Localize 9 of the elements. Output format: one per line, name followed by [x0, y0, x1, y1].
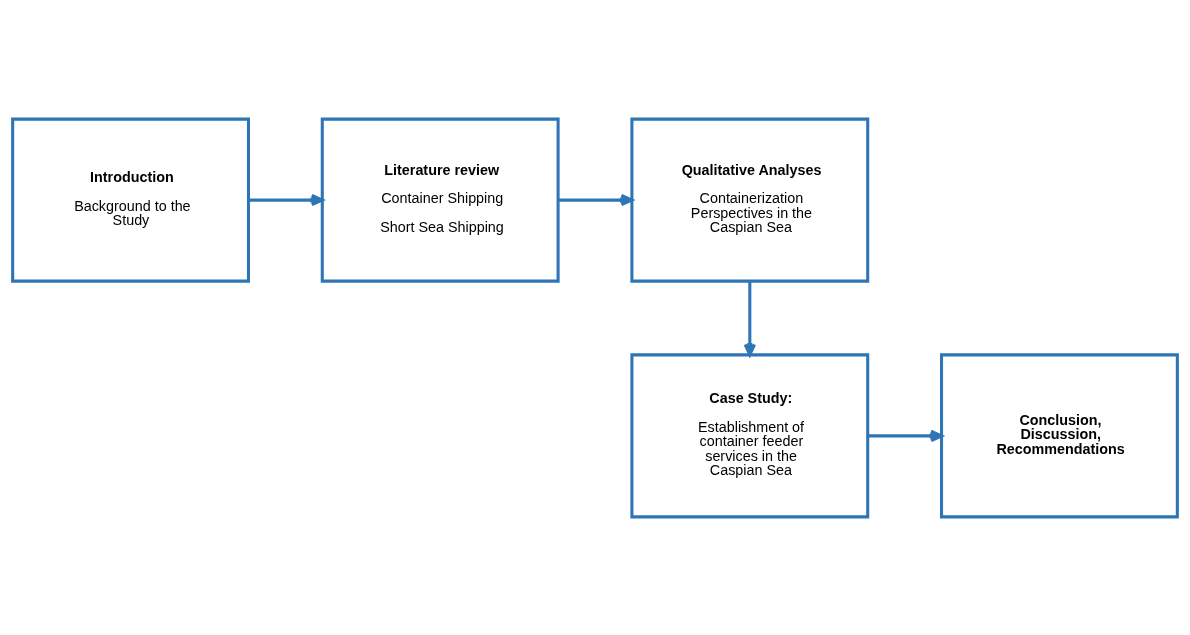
arrow	[867, 429, 944, 442]
node-box: Introduction Background to the Study	[11, 117, 250, 283]
node-box: Case Study: Establishment of container feeder services in the Caspian Sea	[630, 352, 870, 518]
node-box: Qualitative Analyses Containerization Perspectives in the Caspian Sea	[630, 117, 870, 283]
node-box: Conclusion, Discussion, Recommendations	[940, 352, 1179, 518]
arrow	[558, 193, 634, 206]
arrow	[248, 193, 324, 206]
arrow	[743, 280, 756, 356]
node-box: Literature review Container Shipping Short Sea Shipping	[320, 117, 560, 283]
